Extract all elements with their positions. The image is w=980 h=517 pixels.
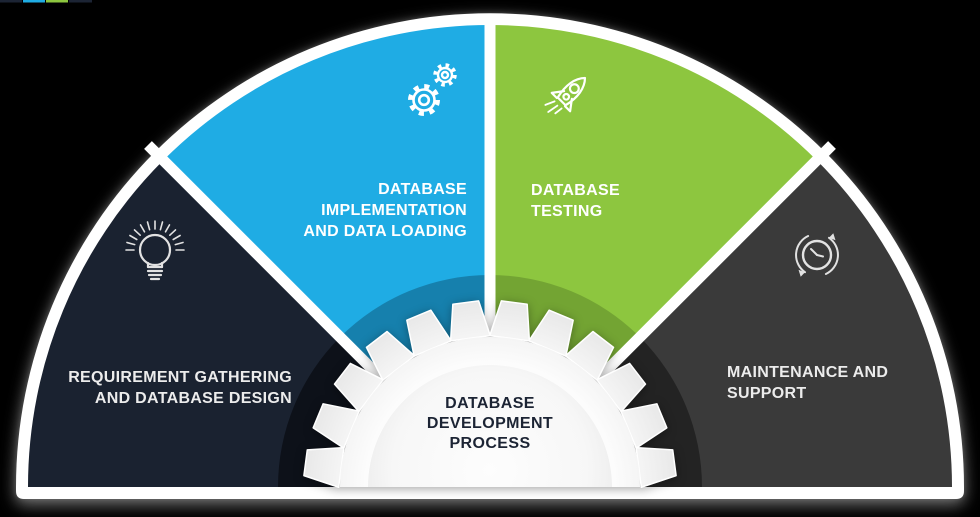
divider-seg-1 <box>0 0 22 3</box>
gears-icon <box>408 63 457 116</box>
divider-seg-3 <box>46 0 68 3</box>
clock-history-icon <box>795 233 839 277</box>
lightbulb-icon <box>125 220 185 281</box>
rocket-speed-lines <box>544 100 563 115</box>
small-gear <box>433 63 457 87</box>
label-maintenance-support: MAINTENANCE AND SUPPORT <box>727 364 889 402</box>
gear-core-disc <box>368 365 612 487</box>
arrow-head-right <box>829 233 836 241</box>
clock-hands <box>810 248 824 258</box>
center-title: DATABASE DEVELOPMENT PROCESS <box>426 395 554 452</box>
segment-database-implementation <box>163 24 491 380</box>
rocket-icon <box>544 76 587 115</box>
segment-maintenance-support <box>597 160 952 488</box>
segment-database-testing <box>490 24 817 380</box>
label-database-implementation: DATABASE IMPLEMENTATION AND DATA LOADING <box>303 181 467 240</box>
label-database-testing: DATABASE TESTING <box>531 182 620 220</box>
gear-teeth <box>303 300 677 488</box>
divider-seg-4 <box>69 0 92 3</box>
label-requirement-gathering: REQUIREMENT GATHERING AND DATABASE DESIG… <box>68 369 292 407</box>
center-gear <box>303 300 677 488</box>
arrow-head-left <box>798 269 805 277</box>
segment-requirement-gathering <box>27 160 383 488</box>
center-divider <box>0 0 92 3</box>
divider-seg-2 <box>23 0 45 3</box>
lightbulb-rays <box>125 220 185 251</box>
